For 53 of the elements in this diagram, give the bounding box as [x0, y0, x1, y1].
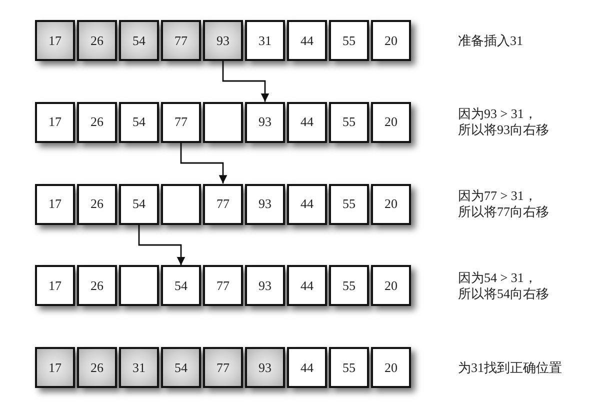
array-cell: 77 [161, 102, 201, 143]
array-cell: 55 [329, 265, 369, 306]
empty-cell [161, 184, 201, 224]
array-cell: 17 [35, 265, 75, 306]
array-cell: 44 [287, 265, 327, 306]
array-cell: 44 [287, 20, 327, 61]
array-cell: 55 [329, 20, 369, 61]
array-cell: 55 [329, 184, 369, 224]
step-caption: 为31找到正确位置 [458, 360, 562, 376]
array-cell: 26 [77, 347, 117, 388]
array-cell: 17 [35, 347, 75, 388]
array-cell: 31 [245, 20, 285, 61]
array-cell: 93 [245, 347, 285, 388]
step-caption: 因为54 > 31，所以将54向右移 [458, 270, 549, 302]
array-cell: 20 [371, 102, 411, 143]
array-cell: 93 [245, 184, 285, 224]
array-cell: 93 [245, 102, 285, 143]
array-cell: 77 [203, 184, 243, 224]
array-cell: 26 [77, 20, 117, 61]
step-caption: 因为93 > 31，所以将93向右移 [458, 106, 549, 138]
array-cell: 20 [371, 265, 411, 306]
array-cell: 77 [203, 347, 243, 388]
arrow [222, 61, 270, 102]
step-caption: 因为77 > 31，所以将77向右移 [458, 188, 549, 220]
array-cell: 55 [329, 347, 369, 388]
array-cell: 26 [77, 265, 117, 306]
arrow [180, 142, 228, 184]
array-cell: 93 [245, 265, 285, 306]
array-cell: 55 [329, 102, 369, 143]
array-cell: 26 [77, 102, 117, 143]
array-cell: 54 [119, 20, 159, 61]
array-cell: 44 [287, 102, 327, 143]
array-cell: 54 [119, 102, 159, 143]
empty-cell [119, 265, 159, 306]
array-cell: 77 [161, 20, 201, 61]
arrow [138, 224, 186, 266]
array-cell: 26 [77, 184, 117, 224]
array-cell: 44 [287, 184, 327, 224]
empty-cell [203, 102, 243, 143]
array-cell: 20 [371, 347, 411, 388]
array-cell: 93 [203, 20, 243, 61]
array-cell: 54 [161, 347, 201, 388]
array-cell: 20 [371, 20, 411, 61]
step-caption: 准备插入31 [458, 32, 523, 48]
array-cell: 54 [161, 265, 201, 306]
array-cell: 31 [119, 347, 159, 388]
array-cell: 44 [287, 347, 327, 388]
array-cell: 20 [371, 184, 411, 224]
array-cell: 77 [203, 265, 243, 306]
array-cell: 17 [35, 184, 75, 224]
array-cell: 17 [35, 102, 75, 143]
array-cell: 17 [35, 20, 75, 61]
array-cell: 54 [119, 184, 159, 224]
